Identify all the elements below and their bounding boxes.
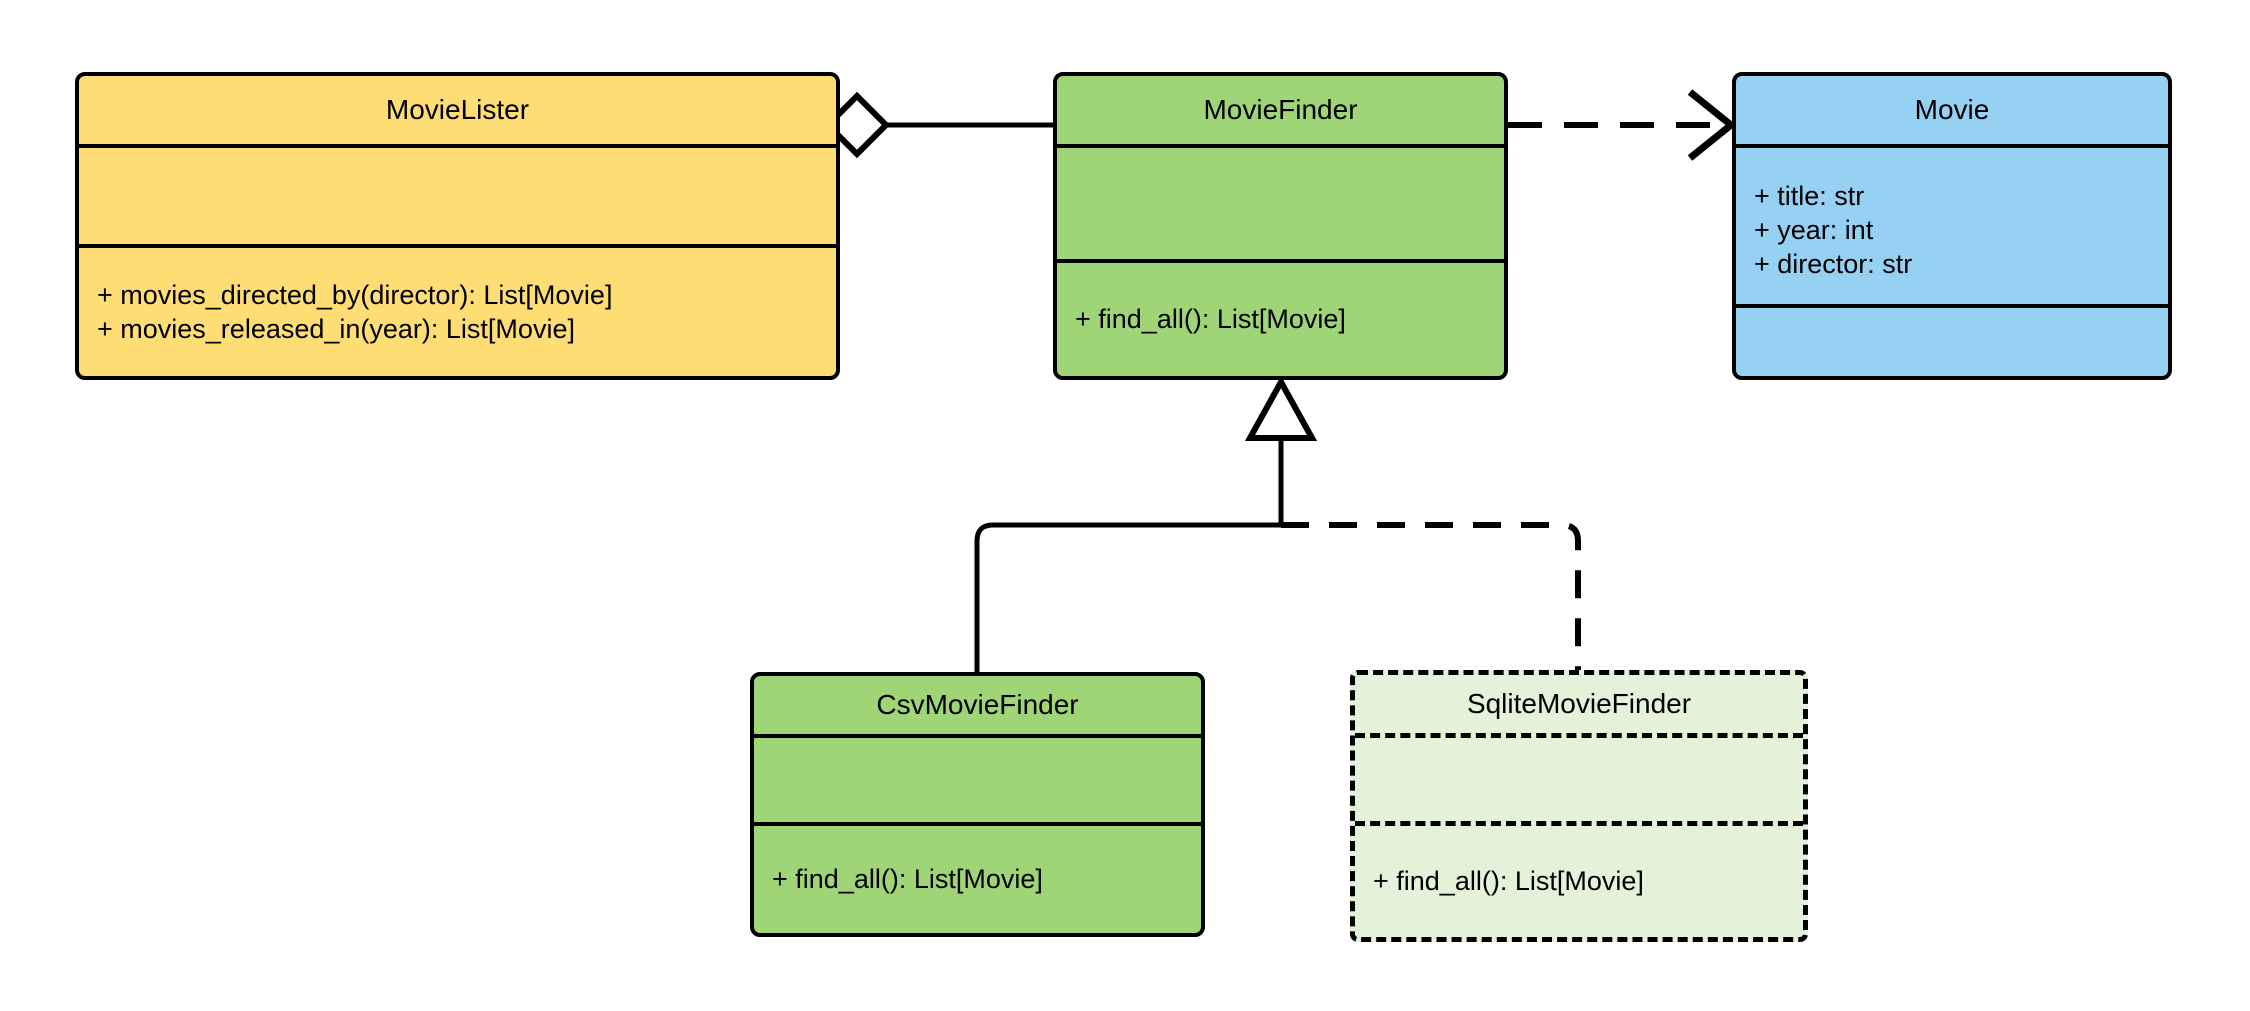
class-attributes-compartment [1355, 733, 1803, 821]
class-name-label: SqliteMovieFinder [1466, 687, 1692, 719]
generalization-csv-line [974, 522, 1281, 672]
attribute-item: + year: int [1754, 214, 1874, 245]
open-arrow-icon [1687, 89, 1737, 161]
hollow-triangle-icon [1244, 375, 1318, 441]
class-name-label: Movie [1914, 93, 1990, 125]
class-name-compartment: Movie [1736, 76, 2168, 144]
relationship-generalization-sqlite [1281, 522, 1581, 670]
operation-item: + find_all(): List[Movie] [1075, 304, 1346, 335]
operation-item: + movies_released_in(year): List[Movie] [97, 314, 575, 344]
class-name-compartment: MovieFinder [1057, 76, 1504, 144]
class-name-label: CsvMovieFinder [876, 688, 1079, 720]
class-operations-compartment [1736, 304, 2168, 376]
class-attributes-compartment [754, 734, 1201, 822]
relationship-generalization-csv [974, 522, 1281, 672]
class-box-movie[interactable]: Movie + title: str + year: int + directo… [1732, 72, 2172, 380]
class-name-compartment: SqliteMovieFinder [1355, 675, 1803, 733]
class-name-label: MovieLister [385, 93, 530, 125]
class-operations-compartment: + find_all(): List[Movie] [1355, 821, 1803, 937]
class-attributes-compartment: + title: str + year: int + director: str [1736, 144, 2168, 304]
attribute-item: + director: str [1754, 249, 1913, 279]
class-name-compartment: CsvMovieFinder [754, 676, 1201, 734]
class-name-compartment: MovieLister [79, 76, 836, 144]
generalization-sqlite-line [1281, 522, 1581, 670]
class-box-movie-lister[interactable]: MovieLister + movies_directed_by(directo… [75, 72, 840, 380]
operation-item: + find_all(): List[Movie] [772, 864, 1043, 895]
class-box-sqlite-movie-finder[interactable]: SqliteMovieFinder + find_all(): List[Mov… [1350, 670, 1808, 942]
class-attributes-compartment [1057, 144, 1504, 259]
class-attributes-compartment [79, 144, 836, 244]
operation-item: + movies_directed_by(director): List[Mov… [97, 279, 613, 310]
class-box-csv-movie-finder[interactable]: CsvMovieFinder + find_all(): List[Movie] [750, 672, 1205, 937]
class-operations-compartment: + find_all(): List[Movie] [754, 822, 1201, 933]
relationship-dependency [1508, 89, 1737, 161]
relationship-generalization-stem [1244, 375, 1318, 525]
operation-item: + find_all(): List[Movie] [1373, 866, 1644, 897]
class-box-movie-finder[interactable]: MovieFinder + find_all(): List[Movie] [1053, 72, 1508, 380]
class-operations-compartment: + movies_directed_by(director): List[Mov… [79, 244, 836, 376]
relationship-aggregation [823, 91, 1053, 159]
class-operations-compartment: + find_all(): List[Movie] [1057, 259, 1504, 376]
attribute-item: + title: str [1754, 180, 1865, 211]
class-name-label: MovieFinder [1203, 93, 1358, 125]
